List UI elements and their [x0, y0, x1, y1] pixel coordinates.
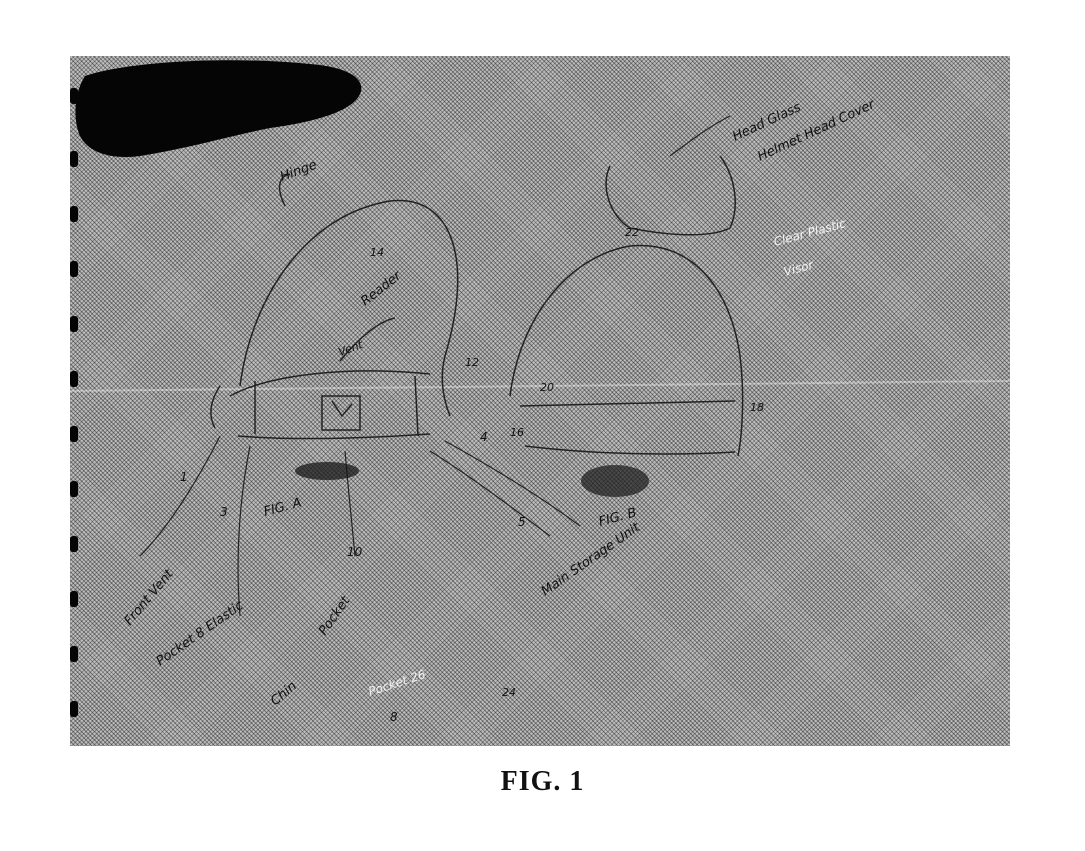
sketch-photo: Hinge Reader Vent FIG. A FIG. B Head Gla… — [70, 56, 1010, 746]
figure-caption: FIG. 1 — [0, 766, 1085, 798]
label-hinge: Hinge — [278, 158, 319, 185]
mark-1: 1 — [180, 470, 188, 484]
mark-16: 16 — [510, 426, 524, 439]
sketch-drawing: Hinge Reader Vent FIG. A FIG. B Head Gla… — [70, 56, 1010, 746]
label-chin: Chin — [268, 679, 300, 709]
fig-a-tag — [295, 462, 359, 480]
label-reader: Reader — [358, 268, 405, 310]
label-pocket: Pocket — [316, 593, 354, 638]
helmet-sketch-b — [510, 156, 743, 456]
mark-5: 5 — [518, 515, 526, 529]
mark-20: 20 — [540, 381, 554, 394]
label-fig-a: FIG. A — [262, 495, 303, 519]
label-visor: Visor — [782, 257, 816, 279]
mark-10: 10 — [347, 545, 363, 559]
label-pocket-ref: Pocket 8 Elastic — [154, 598, 247, 669]
mark-22: 22 — [625, 226, 639, 239]
mark-18: 18 — [750, 401, 764, 414]
label-clear-plastic: Clear Plastic — [772, 216, 848, 249]
mark-4: 4 — [480, 430, 488, 444]
label-storage: Main Storage Unit — [539, 520, 644, 600]
helmet-sketch-a — [211, 174, 458, 439]
spiral-holes — [70, 88, 78, 717]
mark-12: 12 — [465, 356, 479, 369]
mark-14: 14 — [370, 246, 384, 259]
leader-lines — [140, 116, 730, 616]
redacted-blob — [75, 60, 361, 157]
mark-3: 3 — [220, 505, 228, 519]
mark-24: 24 — [502, 686, 516, 699]
label-front-vent: Front Vent — [122, 566, 178, 628]
fig-b-tag — [581, 465, 649, 497]
label-note-lower: Pocket 26 — [367, 667, 428, 699]
label-vent: Vent — [337, 338, 366, 359]
mark-8: 8 — [390, 710, 398, 724]
label-helmet-cover: Helmet Head Cover — [755, 96, 878, 164]
